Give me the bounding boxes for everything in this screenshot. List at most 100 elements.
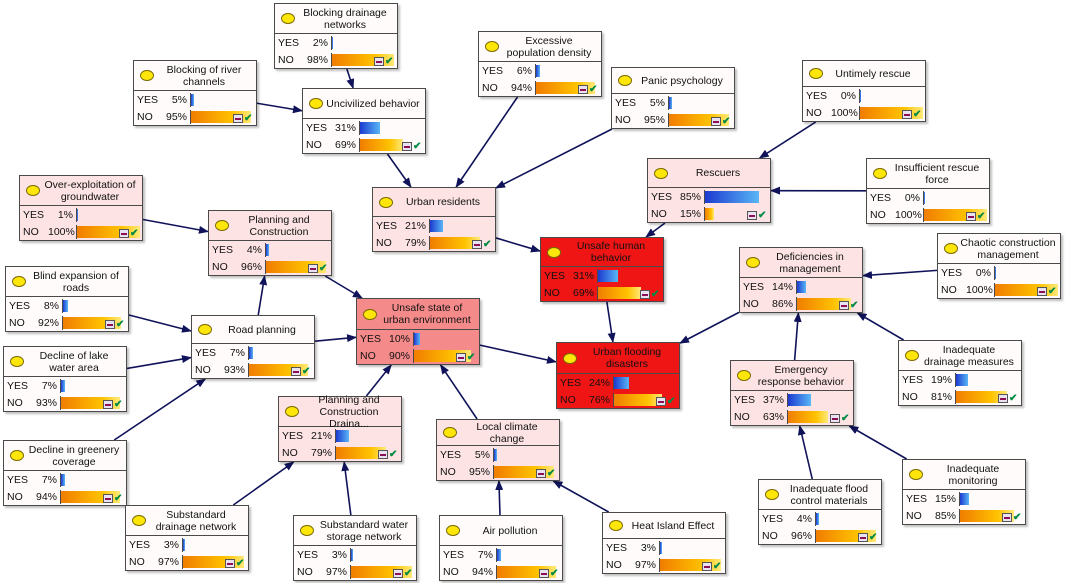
table-icon[interactable]	[308, 264, 318, 273]
table-icon[interactable]	[233, 114, 243, 123]
check-icon[interactable]: ✔	[244, 113, 253, 124]
table-icon[interactable]	[1037, 287, 1047, 296]
probability-bar	[429, 218, 493, 233]
table-icon[interactable]	[858, 533, 868, 542]
table-icon[interactable]	[105, 320, 115, 329]
table-icon[interactable]	[656, 397, 666, 406]
node-title: Unsafe state of urban environment	[383, 302, 471, 326]
table-icon[interactable]	[536, 469, 546, 478]
state-label: NO	[7, 490, 23, 503]
check-icon[interactable]: ✔	[547, 468, 556, 479]
check-icon[interactable]: ✔	[758, 210, 767, 221]
check-icon[interactable]: ✔	[841, 413, 850, 424]
check-icon[interactable]: ✔	[483, 239, 492, 250]
table-icon[interactable]	[402, 142, 412, 151]
table-icon[interactable]	[374, 57, 384, 66]
table-icon[interactable]	[291, 367, 301, 376]
table-icon[interactable]	[902, 110, 912, 119]
table-icon[interactable]	[472, 240, 482, 249]
table-icon[interactable]	[225, 559, 235, 568]
check-icon[interactable]: ✔	[713, 561, 722, 572]
check-icon[interactable]: ✔	[236, 558, 245, 569]
check-icon[interactable]: ✔	[913, 109, 922, 120]
check-icon[interactable]: ✔	[404, 568, 413, 579]
table-icon[interactable]	[640, 290, 650, 299]
table-icon[interactable]	[119, 229, 129, 238]
state-label: NO	[278, 53, 294, 66]
check-icon[interactable]: ✔	[302, 366, 311, 377]
table-icon[interactable]	[393, 569, 403, 578]
check-icon[interactable]: ✔	[413, 141, 422, 152]
probability-bar	[413, 331, 477, 346]
check-icon[interactable]: ✔	[977, 211, 986, 222]
check-icon[interactable]: ✔	[467, 352, 476, 363]
check-icon[interactable]: ✔	[550, 568, 559, 579]
node-toolbar: ✔	[539, 569, 560, 579]
check-icon[interactable]: ✔	[116, 319, 125, 330]
table-icon[interactable]	[103, 494, 113, 503]
table-icon[interactable]	[103, 400, 113, 409]
check-icon[interactable]: ✔	[385, 56, 394, 67]
table-icon[interactable]	[578, 85, 588, 94]
check-icon[interactable]: ✔	[589, 84, 598, 95]
check-icon[interactable]: ✔	[1048, 286, 1057, 297]
check-icon[interactable]: ✔	[114, 399, 123, 410]
table-icon[interactable]	[830, 414, 840, 423]
check-icon[interactable]: ✔	[869, 532, 878, 543]
check-icon[interactable]: ✔	[722, 116, 731, 127]
check-icon[interactable]: ✔	[389, 449, 398, 460]
table-icon[interactable]	[747, 211, 757, 220]
check-icon[interactable]: ✔	[1009, 393, 1018, 404]
check-icon[interactable]: ✔	[651, 289, 660, 300]
state-label: YES	[906, 492, 928, 505]
check-icon[interactable]: ✔	[850, 300, 859, 311]
table-icon[interactable]	[378, 450, 388, 459]
table-icon[interactable]	[456, 353, 466, 362]
table-icon[interactable]	[702, 562, 712, 571]
check-icon[interactable]: ✔	[667, 396, 676, 407]
check-icon[interactable]: ✔	[130, 228, 139, 239]
node-title: Inadequate flood control materials	[789, 482, 869, 507]
node-title: Blocking of river channels	[166, 63, 242, 88]
table-icon[interactable]	[711, 117, 721, 126]
table-icon[interactable]	[539, 569, 549, 578]
table-icon[interactable]	[1002, 513, 1012, 522]
check-icon[interactable]: ✔	[319, 263, 328, 274]
table-icon[interactable]	[998, 394, 1008, 403]
table-icon[interactable]	[839, 301, 849, 310]
check-icon[interactable]: ✔	[114, 493, 123, 504]
table-icon[interactable]	[966, 212, 976, 221]
node-toolbar: ✔	[105, 320, 126, 330]
check-icon[interactable]: ✔	[1013, 512, 1022, 523]
